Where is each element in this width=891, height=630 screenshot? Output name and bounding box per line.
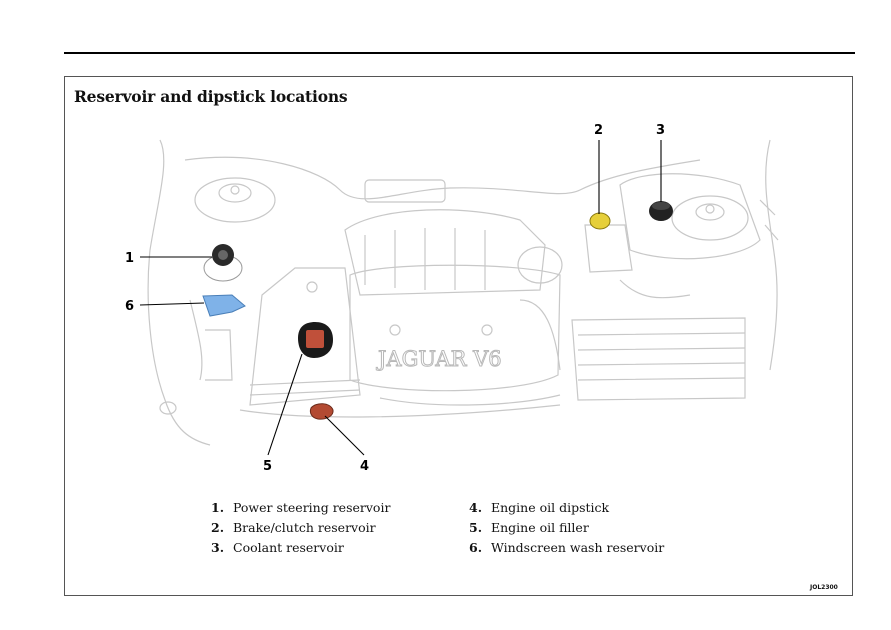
callout-4: 4 bbox=[360, 459, 369, 474]
figure-frame bbox=[64, 76, 853, 596]
legend-item: 1. Power steering reservoir bbox=[211, 498, 390, 518]
legend-item: 4. Engine oil dipstick bbox=[469, 498, 664, 518]
callout-2: 2 bbox=[594, 123, 603, 138]
top-rule bbox=[64, 52, 855, 54]
coolant-reservoir bbox=[649, 201, 673, 221]
legend-label: Engine oil filler bbox=[491, 520, 589, 535]
callout-3: 3 bbox=[656, 123, 665, 138]
legend-number: 2. bbox=[211, 520, 225, 535]
engine-badge-group: JAGUAR V6 bbox=[376, 347, 503, 372]
legend-number: 4. bbox=[469, 500, 483, 515]
callout-leaders bbox=[139, 140, 662, 456]
callout-6: 6 bbox=[125, 299, 134, 314]
callout-1: 1 bbox=[125, 251, 134, 266]
figure-code: JOL2300 bbox=[810, 584, 838, 591]
engine-bay-line-art bbox=[147, 139, 779, 446]
engine-badge: JAGUAR V6 bbox=[376, 347, 502, 371]
legend-label: Engine oil dipstick bbox=[491, 500, 610, 515]
legend-item: 5. Engine oil filler bbox=[469, 518, 664, 538]
legend-label: Brake/clutch reservoir bbox=[233, 520, 376, 535]
legend-item: 3. Coolant reservoir bbox=[211, 538, 390, 558]
legend-right: 4. Engine oil dipstick 5. Engine oil fille… bbox=[469, 498, 664, 558]
legend-number: 5. bbox=[469, 520, 483, 535]
windscreen-washer-reservoir bbox=[202, 294, 246, 317]
legend-number: 1. bbox=[211, 500, 225, 515]
legend-item: 2. Brake/clutch reservoir bbox=[211, 518, 390, 538]
legend-label: Coolant reservoir bbox=[233, 540, 344, 555]
legend-label: Power steering reservoir bbox=[233, 500, 391, 515]
brake-clutch-reservoir bbox=[589, 212, 611, 230]
engine-oil-dipstick bbox=[309, 403, 334, 420]
legend-number: 6. bbox=[469, 540, 483, 555]
figure-title: Reservoir and dipstick locations bbox=[74, 87, 348, 106]
callout-5: 5 bbox=[263, 459, 272, 474]
legend-number: 3. bbox=[211, 540, 225, 555]
power-steering-reservoir bbox=[203, 244, 243, 282]
legend-left: 1. Power steering reservoir 2. Brake/clutc… bbox=[211, 498, 390, 558]
legend-item: 6. Windscreen wash reservoir bbox=[469, 538, 664, 558]
legend-label: Windscreen wash reservoir bbox=[491, 540, 665, 555]
engine-oil-filler bbox=[298, 322, 333, 358]
